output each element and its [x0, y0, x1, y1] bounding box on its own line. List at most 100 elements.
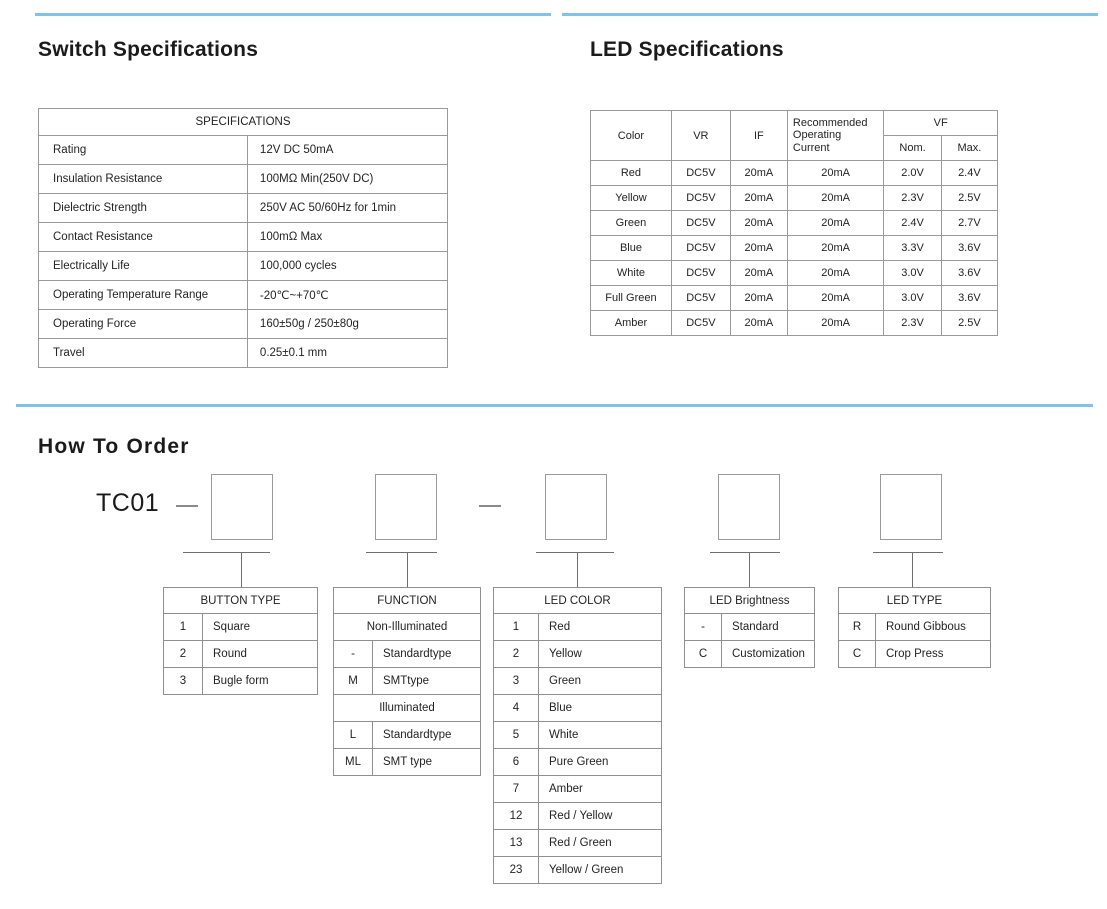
row-label: Operating Temperature Range — [38, 280, 248, 310]
option-key: 3 — [493, 667, 539, 695]
table-group-row: Illuminated — [333, 694, 481, 722]
led-brightness-header: LED Brightness — [684, 587, 815, 614]
led-color-header: LED COLOR — [493, 587, 662, 614]
option-key: 6 — [493, 748, 539, 776]
option-value: Green — [538, 667, 662, 695]
option-value: Customization — [721, 640, 815, 668]
order-box-led-brightness[interactable] — [718, 474, 780, 540]
cell-if: 20mA — [729, 285, 788, 311]
cell-vf-max: 3.6V — [940, 285, 999, 311]
option-value: SMTtype — [372, 667, 481, 695]
table-row: 2 Round — [163, 640, 318, 668]
table-group-row: Non-Illuminated — [333, 613, 481, 641]
table-row: Operating Temperature Range -20℃~+70℃ — [38, 280, 449, 310]
option-key: - — [684, 613, 722, 641]
table-row: Operating Force 160±50g / 250±80g — [38, 309, 449, 339]
cell-roc: 20mA — [786, 160, 885, 186]
header-vf-max: Max. — [940, 135, 999, 161]
table-row: 12 Red / Yellow — [493, 802, 662, 830]
cell-vf-nom: 3.0V — [883, 285, 942, 311]
cell-color: Amber — [590, 310, 672, 336]
option-key: 1 — [493, 613, 539, 641]
cell-vr: DC5V — [670, 285, 731, 311]
table-header-row: SPECIFICATIONS — [38, 108, 448, 136]
option-key: C — [684, 640, 722, 668]
cell-vf-nom: 2.0V — [883, 160, 942, 186]
connector-led-type — [873, 552, 943, 588]
header-if: IF — [729, 110, 788, 161]
order-box-function[interactable] — [375, 474, 437, 540]
option-value: Amber — [538, 775, 662, 803]
cell-if: 20mA — [729, 235, 788, 261]
option-key: C — [838, 640, 876, 668]
cell-vr: DC5V — [670, 160, 731, 186]
option-value: Standard — [721, 613, 815, 641]
cell-color: White — [590, 260, 672, 286]
table-row: 23 Yellow / Green — [493, 856, 662, 884]
table-row: L Standardtype — [333, 721, 481, 749]
switch-section-rule — [35, 13, 551, 16]
header-color: Color — [590, 110, 672, 161]
led-color-body: LED COLOR 1 Red 2 Yellow 3 Green 4 Blue … — [493, 587, 662, 884]
table-header-row: LED COLOR — [493, 587, 662, 614]
table-row: 7 Amber — [493, 775, 662, 803]
led-type-table: LED TYPE R Round Gibbous C Crop Press — [838, 587, 991, 668]
table-row: Green DC5V 20mA 20mA 2.4V 2.7V — [590, 210, 999, 236]
order-box-button-type[interactable] — [211, 474, 273, 540]
led-spec-body: Color VR IF Recommended Operating Curren… — [590, 110, 999, 336]
cell-vf-nom: 3.3V — [883, 235, 942, 261]
option-value: Standardtype — [372, 721, 481, 749]
option-key: 13 — [493, 829, 539, 857]
connector-hbar — [710, 552, 780, 554]
cell-if: 20mA — [729, 310, 788, 336]
row-value: 250V AC 50/60Hz for 1min — [246, 193, 449, 223]
option-value: SMT type — [372, 748, 481, 776]
row-label: Rating — [38, 135, 248, 165]
cell-roc: 20mA — [786, 310, 885, 336]
table-row: Electrically Life 100,000 cycles — [38, 251, 449, 281]
led-type-header: LED TYPE — [838, 587, 991, 614]
cell-roc: 20mA — [786, 210, 885, 236]
cell-color: Blue — [590, 235, 672, 261]
option-key: ML — [333, 748, 373, 776]
table-row: Amber DC5V 20mA 20mA 2.3V 2.5V — [590, 310, 999, 336]
table-header-row: FUNCTION — [333, 587, 481, 614]
how-to-order-title: How To Order — [38, 435, 190, 458]
order-section-rule — [16, 404, 1093, 407]
cell-color: Full Green — [590, 285, 672, 311]
cell-roc: 20mA — [786, 235, 885, 261]
option-key: - — [333, 640, 373, 668]
option-value: Pure Green — [538, 748, 662, 776]
connector-hbar — [536, 552, 614, 554]
connector-hbar — [366, 552, 437, 554]
cell-vr: DC5V — [670, 185, 731, 211]
button-type-table: BUTTON TYPE 1 Square 2 Round 3 Bugle for… — [163, 587, 318, 695]
table-row: 2 Yellow — [493, 640, 662, 668]
option-key: 5 — [493, 721, 539, 749]
option-value: Round Gibbous — [875, 613, 991, 641]
option-key: M — [333, 667, 373, 695]
order-box-led-color[interactable] — [545, 474, 607, 540]
cell-vr: DC5V — [670, 210, 731, 236]
row-label: Insulation Resistance — [38, 164, 248, 194]
order-box-led-type[interactable] — [880, 474, 942, 540]
cell-if: 20mA — [729, 160, 788, 186]
row-value: 160±50g / 250±80g — [246, 309, 449, 339]
table-row: 3 Bugle form — [163, 667, 318, 695]
led-brightness-body: LED Brightness - Standard C Customizatio… — [684, 587, 815, 668]
option-value: Square — [202, 613, 318, 641]
table-row: 4 Blue — [493, 694, 662, 722]
connector-led-color — [536, 552, 614, 588]
table-row: 6 Pure Green — [493, 748, 662, 776]
option-value: Red / Yellow — [538, 802, 662, 830]
table-row: Contact Resistance 100mΩ Max — [38, 222, 449, 252]
table-header-row: LED Brightness — [684, 587, 815, 614]
switch-spec-header: SPECIFICATIONS — [38, 108, 448, 136]
header-vf-nom: Nom. — [883, 135, 942, 161]
option-value: Blue — [538, 694, 662, 722]
led-section-rule — [562, 13, 1098, 16]
cell-roc: 20mA — [786, 185, 885, 211]
button-type-header: BUTTON TYPE — [163, 587, 318, 614]
led-specifications-title: LED Specifications — [590, 38, 784, 61]
header-vf: VF — [883, 110, 998, 136]
